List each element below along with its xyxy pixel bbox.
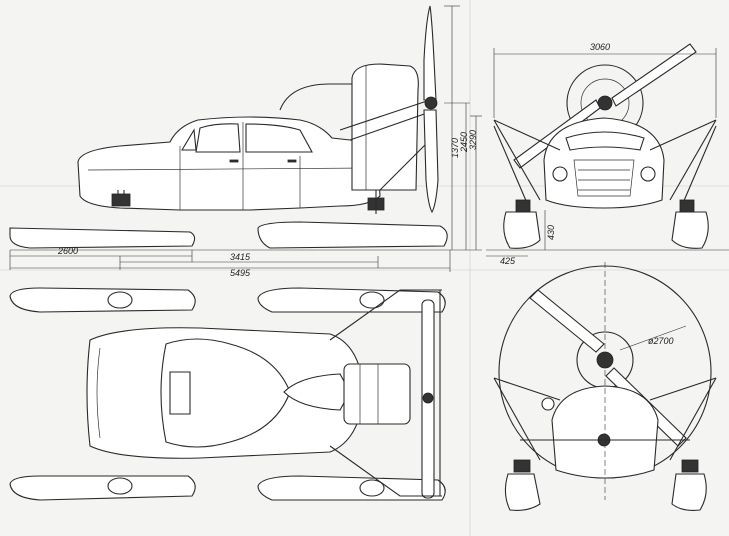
dim-ski-width: 425 <box>500 256 516 266</box>
front-strut-frame <box>493 119 717 211</box>
top-windshield <box>169 371 191 415</box>
side-propeller-blade <box>423 5 437 101</box>
front-headlight-left <box>552 166 568 182</box>
front-ski-right <box>671 211 709 249</box>
dim-ski-spacing: 3415 <box>230 252 251 262</box>
top-engine-block <box>343 363 411 425</box>
side-belt-line <box>87 167 371 171</box>
side-propeller-blade-lower <box>423 109 439 214</box>
front-view: 3060 430 425 <box>486 42 729 266</box>
rear-light-left <box>541 397 555 411</box>
front-propeller-blade-right <box>611 43 697 107</box>
front-car-body <box>543 117 665 209</box>
rear-propeller-blade-upper <box>529 289 605 353</box>
side-view: 2600 3415 5495 3290 2450 1370 <box>9 5 482 278</box>
dim-height-hub: 2450 <box>459 132 469 153</box>
side-window-rear <box>245 123 313 153</box>
top-ski-rear-right <box>257 475 446 501</box>
rear-view: ø2700 <box>493 262 717 511</box>
side-front-shock <box>111 193 131 207</box>
top-hood-line <box>96 347 101 439</box>
front-windshield <box>565 131 645 151</box>
side-door-handle-rear <box>287 159 297 163</box>
side-engine-cowl <box>351 63 419 191</box>
side-door-handle <box>229 159 239 163</box>
front-grille <box>573 159 635 197</box>
side-window-vent <box>181 128 197 151</box>
front-headlight-right <box>640 166 656 182</box>
side-propeller-hub <box>424 96 438 110</box>
top-view <box>9 287 446 501</box>
top-pivot-fl <box>107 291 133 309</box>
top-ski-front-right <box>9 475 196 501</box>
rear-car-body <box>551 385 659 479</box>
dim-propeller-diameter: ø2700 <box>648 336 674 346</box>
front-shock-left <box>515 199 531 213</box>
rear-ski-left <box>504 473 541 511</box>
dim-height-top: 3290 <box>468 130 478 150</box>
rear-shock-right <box>681 459 699 473</box>
top-ski-rear-left <box>257 287 446 313</box>
dim-height-roof: 1370 <box>450 138 460 158</box>
dim-ski-length: 2600 <box>57 246 78 256</box>
front-ski-left <box>503 211 541 249</box>
top-pivot-rr <box>359 479 385 497</box>
rear-strut-frame <box>493 377 717 461</box>
side-dimensions <box>9 5 482 272</box>
side-window-front <box>195 123 241 153</box>
rear-ski-right <box>671 473 707 511</box>
side-propeller-struts <box>339 99 431 191</box>
dim-overall-length: 5495 <box>230 268 251 278</box>
top-ski-front-left <box>9 287 196 313</box>
side-engine-shroud <box>279 83 352 111</box>
dim-ground-clearance: 430 <box>546 225 556 240</box>
top-pivot-rl <box>359 291 385 309</box>
rear-shock-left <box>513 459 531 473</box>
dim-overall-width: 3060 <box>590 42 610 52</box>
top-frame-rails <box>329 289 442 497</box>
side-front-ski <box>9 227 196 249</box>
front-shock-right <box>679 199 695 213</box>
top-pivot-fr <box>107 477 133 495</box>
side-rear-ski <box>257 221 448 249</box>
top-propeller-hub <box>422 392 434 404</box>
top-cabin-roof <box>160 338 291 448</box>
side-car-body <box>77 116 381 211</box>
